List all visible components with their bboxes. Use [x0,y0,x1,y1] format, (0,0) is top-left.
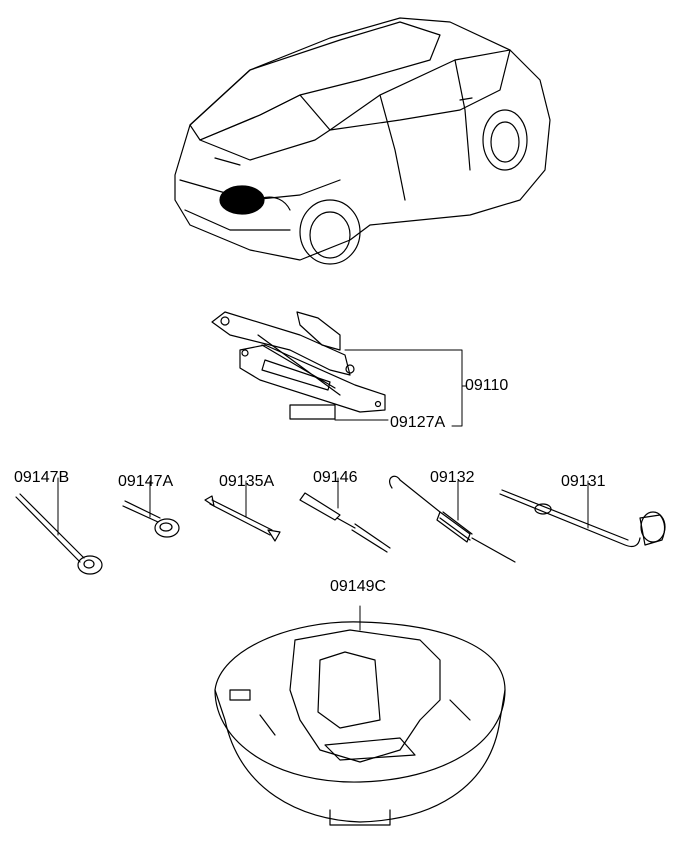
tool-09147a [122,480,180,538]
tool-09135a [204,480,281,542]
tool-09131 [499,480,666,548]
leader-lines-jack [334,349,467,427]
part-label-09110: 09110 [465,377,509,394]
part-label-09147b: 09147B [14,469,70,486]
part-label-09147a: 09147A [118,473,174,490]
part-label-09135a: 09135A [219,473,275,490]
jack-illustration [211,311,386,420]
part-label-09149c: 09149C [330,578,387,595]
tool-09146 [299,477,391,553]
vehicle-illustration [174,17,551,265]
tool-09132 [389,475,516,563]
tool-09147b [15,477,103,575]
part-label-09127a: 09127A [390,414,446,431]
part-label-09132: 09132 [430,469,475,486]
part-label-09146: 09146 [313,469,358,486]
part-label-09131: 09131 [561,473,606,490]
tool-tray-illustration [214,605,506,826]
